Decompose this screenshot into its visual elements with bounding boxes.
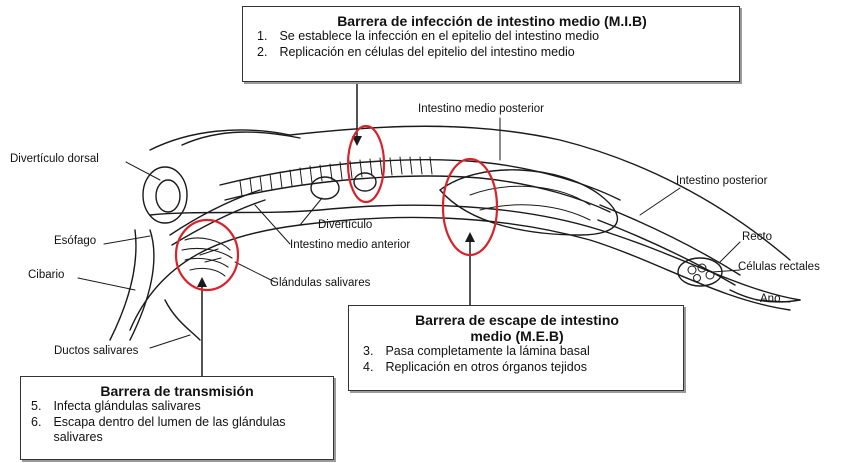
- mib-item-2: 2. Replicación en células del epitelio d…: [257, 45, 727, 61]
- mib-item-2-text: Replicación en células del epitelio del …: [279, 45, 574, 61]
- transmission-barrier-box: Barrera de transmisión 5. Infecta glándu…: [20, 376, 334, 460]
- meb-item-4-text: Replicación en otros órganos tejidos: [385, 360, 587, 376]
- mib-item-1: 1. Se establece la infección en el epite…: [257, 29, 727, 45]
- meb-barrier-title-line2: medio (M.E.B): [363, 328, 671, 344]
- meb-barrier-list: 3. Pasa completamente la lámina basal 4.…: [363, 344, 671, 375]
- arrow-head-meb: [465, 232, 475, 242]
- ventral-diverticulum-2: [354, 173, 376, 191]
- salivary-duct-line: [165, 300, 200, 340]
- meb-barrier-box: Barrera de escape de intestino medio (M.…: [348, 305, 684, 391]
- label-cibarium: Cibario: [28, 270, 64, 282]
- label-hindgut: Intestino posterior: [676, 176, 767, 188]
- transmission-item-5-num: 5.: [31, 399, 41, 415]
- label-posterior-midgut: Intestino medio posterior: [418, 104, 544, 116]
- transmission-barrier-title: Barrera de transmisión: [31, 383, 323, 399]
- transmission-item-5: 5. Infecta glándulas salivares: [31, 399, 323, 415]
- posterior-midgut-fold: [470, 186, 590, 205]
- ventral-diverticulum: [311, 177, 339, 199]
- label-rectum: Recto: [742, 232, 772, 244]
- transmission-item-5-text: Infecta glándulas salivares: [53, 399, 200, 415]
- label-anterior-midgut: Intestino medio anterior: [290, 240, 410, 252]
- meb-item-3-num: 3.: [363, 344, 373, 360]
- meb-item-4-num: 4.: [363, 360, 373, 376]
- label-anus: Ano: [760, 294, 780, 306]
- mib-item-1-text: Se establece la infección en el epitelio…: [279, 29, 599, 45]
- mib-item-1-num: 1.: [257, 29, 267, 45]
- mib-barrier-box: Barrera de infección de intestino medio …: [242, 6, 740, 82]
- transmission-barrier-list: 5. Infecta glándulas salivares 6. Escapa…: [31, 399, 323, 446]
- midgut-tube-bottom: [225, 176, 610, 212]
- transmission-item-6-num: 6.: [31, 415, 41, 446]
- dorsal-diverticulum-inner: [156, 180, 180, 212]
- transmission-item-6: 6. Escapa dentro del lumen de las glándu…: [31, 415, 323, 446]
- meb-item-3-text: Pasa completamente la lámina basal: [385, 344, 589, 360]
- meb-item-3: 3. Pasa completamente la lámina basal: [363, 344, 671, 360]
- label-esophagus: Esófago: [54, 236, 96, 248]
- mib-barrier-list: 1. Se establece la infección en el epite…: [257, 29, 727, 60]
- highlight-ring-transmission: [176, 220, 238, 290]
- mib-barrier-title: Barrera de infección de intestino medio …: [257, 13, 727, 29]
- cibarium-line: [110, 230, 136, 340]
- mib-item-2-num: 2.: [257, 45, 267, 61]
- label-diverticulum: Divertículo: [318, 220, 372, 232]
- label-rectal-cells: Células rectales: [738, 262, 820, 274]
- transmission-item-6-text: Escapa dentro del lumen de las glándulas…: [53, 415, 323, 446]
- arrow-head-transmission: [197, 277, 207, 287]
- label-dorsal-diverticulum: Divertículo dorsal: [10, 154, 99, 166]
- salivary-gland-lobes: [182, 238, 232, 276]
- label-salivary-ducts: Ductos salivares: [54, 346, 138, 358]
- posterior-midgut-stomach: [440, 170, 617, 235]
- meb-barrier-title-line1: Barrera de escape de intestino: [363, 312, 671, 328]
- meb-item-4: 4. Replicación en otros órganos tejidos: [363, 360, 671, 376]
- label-salivary-glands: Glándulas salivares: [270, 278, 370, 290]
